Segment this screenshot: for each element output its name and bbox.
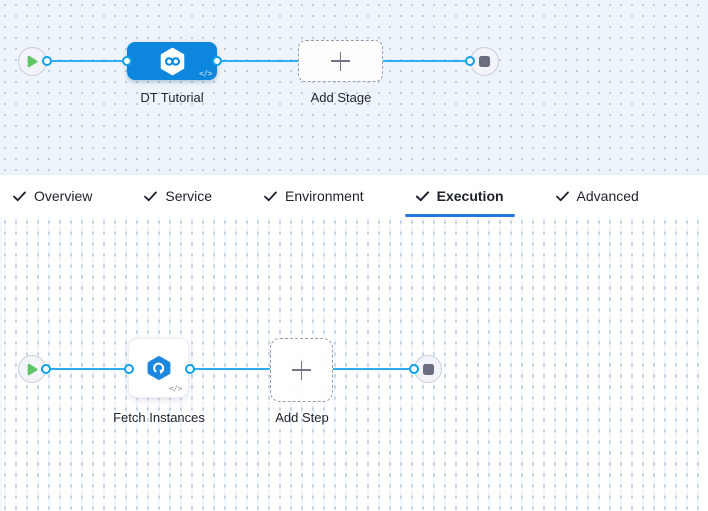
- active-tab-underline: [404, 214, 515, 217]
- code-icon: </>: [199, 69, 212, 78]
- stage-label: DT Tutorial: [140, 90, 204, 105]
- tab-label: Overview: [34, 188, 93, 204]
- check-icon: [264, 191, 277, 201]
- execution-graph-canvas[interactable]: </> Fetch Instances Add Step: [0, 217, 708, 511]
- check-icon: [555, 191, 569, 201]
- check-icon: [13, 191, 26, 201]
- add-step-label: Add Step: [275, 410, 329, 425]
- stage-config-tabbar: Overview Service Environment Execution A…: [0, 174, 708, 217]
- port: [41, 364, 51, 374]
- edge-addstage-to-end: [383, 60, 470, 62]
- check-icon: [144, 191, 158, 201]
- tab-label: Advanced: [576, 188, 639, 204]
- edge-step-to-addstep: [190, 368, 270, 370]
- tab-execution[interactable]: Execution: [404, 175, 515, 217]
- edge-start-to-step: [46, 368, 128, 370]
- edge-start-to-stage: [52, 60, 127, 62]
- tab-overview[interactable]: Overview: [2, 175, 103, 217]
- pipeline-stage-icon: [160, 47, 184, 75]
- tab-label: Service: [165, 188, 213, 204]
- check-icon: [415, 190, 429, 201]
- code-icon: </>: [169, 384, 182, 393]
- add-stage-label: Add Stage: [310, 90, 372, 105]
- tab-label: Execution: [436, 188, 504, 204]
- port: [465, 56, 475, 66]
- stop-icon: [479, 56, 490, 67]
- step-node-fetch-instances[interactable]: </>: [128, 338, 189, 398]
- tab-label: Environment: [285, 188, 364, 204]
- tab-service[interactable]: Service: [133, 175, 223, 217]
- stage-node-dt-tutorial[interactable]: </>: [127, 42, 217, 80]
- plus-icon: [292, 360, 311, 380]
- edge-stage-to-addstage: [217, 60, 298, 62]
- play-icon: [27, 363, 37, 375]
- port: [409, 364, 419, 374]
- port: [122, 56, 132, 66]
- edge-addstep-to-end: [333, 368, 414, 370]
- add-stage-button[interactable]: [298, 40, 383, 82]
- fetch-instances-icon: [147, 356, 170, 380]
- port: [124, 364, 134, 374]
- port: [42, 56, 52, 66]
- port: [185, 364, 195, 374]
- plus-icon: [331, 51, 350, 71]
- stage-graph-canvas[interactable]: </> DT Tutorial Add Stage: [0, 0, 708, 174]
- play-icon: [27, 55, 38, 68]
- port: [212, 56, 222, 66]
- step-label: Fetch Instances: [113, 410, 205, 425]
- add-step-button[interactable]: [270, 338, 333, 402]
- tab-environment[interactable]: Environment: [253, 175, 375, 217]
- stop-icon: [422, 363, 434, 375]
- tab-advanced[interactable]: Advanced: [545, 175, 650, 217]
